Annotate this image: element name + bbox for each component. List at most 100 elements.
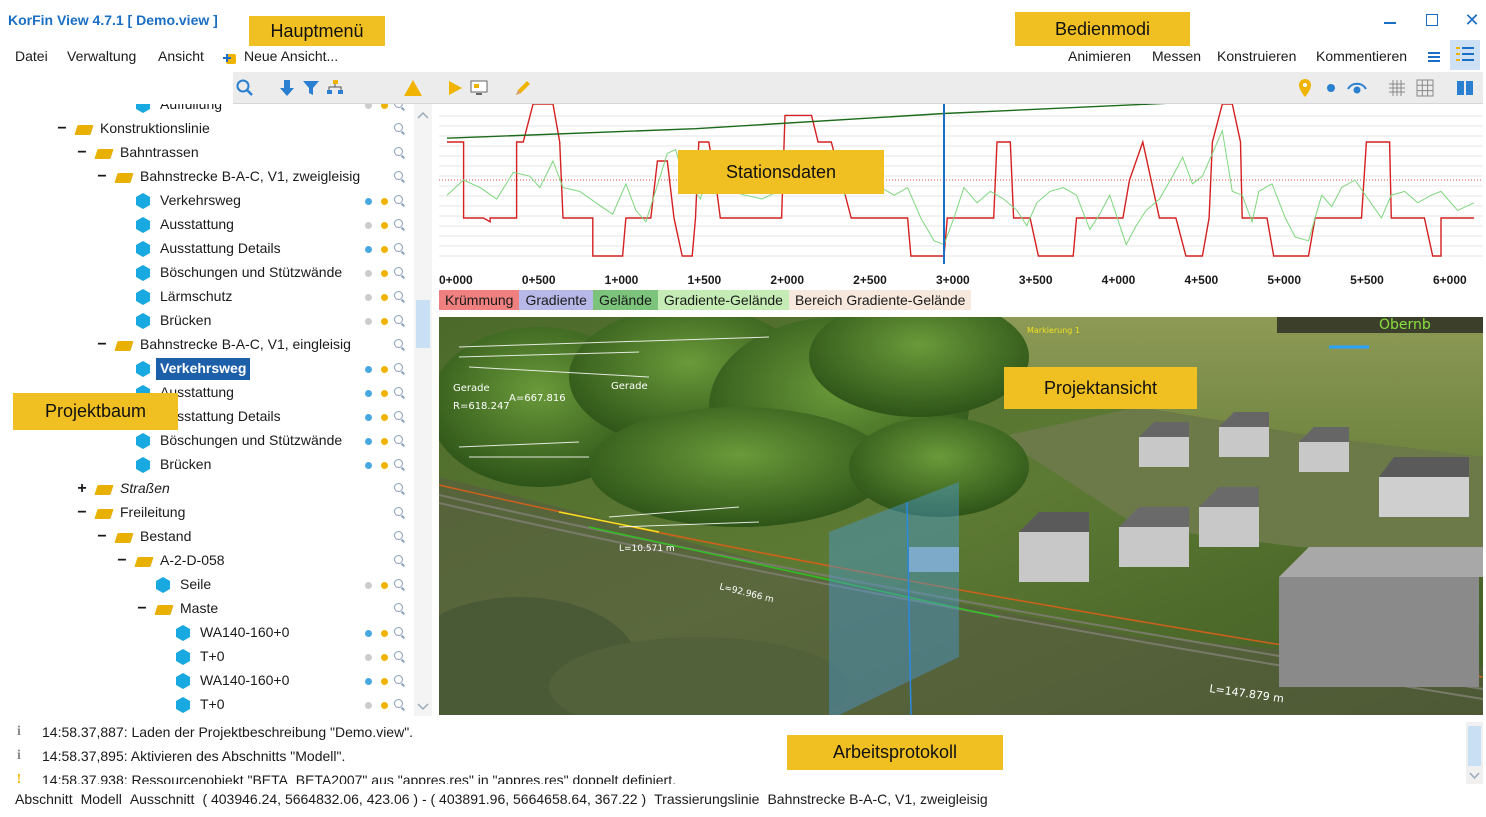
collapse-icon[interactable]: − [77,144,87,161]
zoom-to-icon[interactable] [394,603,403,612]
collapse-icon[interactable]: − [97,336,107,353]
collapse-icon[interactable]: − [97,168,107,185]
tree-row[interactable]: Böschungen und Stützwände [0,429,414,453]
tree-row[interactable]: −Konstruktionslinie [0,117,414,141]
scroll-thumb[interactable] [416,300,430,348]
tree-item-label[interactable]: Bestand [140,528,192,544]
tree-item-label[interactable]: Lärmschutz [160,288,233,304]
zoom-to-icon[interactable] [394,243,403,252]
log-scroll-down-arrow[interactable] [1468,770,1481,782]
tree-item-label[interactable]: Konstruktionslinie [100,120,210,136]
highlight-dot-icon[interactable] [381,198,388,205]
tree-item-label[interactable]: Verkehrsweg [156,358,251,380]
visibility-dot-icon[interactable] [365,438,372,445]
visibility-dot-icon[interactable] [365,654,372,661]
zoom-to-icon[interactable] [394,651,403,660]
tree-item-label[interactable]: Ausstattung [160,216,234,232]
highlight-dot-icon[interactable] [381,678,388,685]
zoom-to-icon[interactable] [394,123,403,132]
tree-item-label[interactable]: Ausstattung Details [160,408,281,424]
tree-scrollbar[interactable] [414,104,432,716]
zoom-to-icon[interactable] [394,195,403,204]
tree-row[interactable]: WA140-160+0 [0,621,414,645]
zoom-to-icon[interactable] [394,219,403,228]
monitor-icon[interactable] [469,78,489,98]
grid-large-icon[interactable] [1415,78,1435,98]
tree-row[interactable]: T+0 [0,693,414,716]
tree-item-label[interactable]: Straßen [120,480,170,496]
tree-item-label[interactable]: Brücken [160,456,212,472]
mode-animieren[interactable]: Animieren [1068,48,1132,64]
zoom-to-icon[interactable] [394,555,403,564]
grid-small-icon[interactable] [1387,78,1407,98]
tree-row[interactable]: −A-2-D-058 [0,549,414,573]
zoom-to-icon[interactable] [394,699,403,708]
filter-icon[interactable] [301,78,321,98]
tree-row[interactable]: Brücken [0,309,414,333]
menu-verwaltung[interactable]: Verwaltung [67,48,137,64]
tree-item-label[interactable]: Ausstattung [160,384,234,400]
tree-row[interactable]: + Straßen [0,477,414,501]
detail-view-button[interactable] [1450,40,1480,70]
highlight-dot-icon[interactable] [381,270,388,277]
expand-icon[interactable]: + [77,480,87,497]
zoom-to-icon[interactable] [394,507,403,516]
menu-ansicht[interactable]: Ansicht [158,48,204,64]
play-icon[interactable] [445,78,465,98]
log-scroll-thumb[interactable] [1468,726,1481,766]
map-pin-icon[interactable] [1295,78,1315,98]
tree-item-label[interactable]: Bahntrassen [120,144,199,160]
highlight-dot-icon[interactable] [381,318,388,325]
scroll-down-arrow[interactable] [416,700,430,712]
highlight-dot-icon[interactable] [381,582,388,589]
highlight-dot-icon[interactable] [381,222,388,229]
highlight-dot-icon[interactable] [381,630,388,637]
zoom-to-icon[interactable] [394,104,403,108]
scene-svg[interactable]: Gerade Gerade R=618.247 A=667.816 L=10.5… [439,317,1483,715]
visibility-dot-icon[interactable] [365,702,372,709]
eye-icon[interactable] [1347,78,1367,98]
tree-item-label[interactable]: Bahnstrecke B-A-C, V1, eingleisig [140,336,351,352]
tree-row[interactable]: Lärmschutz [0,285,414,309]
visibility-dot-icon[interactable] [365,318,372,325]
collapse-icon[interactable]: − [97,528,107,545]
zoom-to-icon[interactable] [394,627,403,636]
tree-row[interactable]: −Maste [0,597,414,621]
legend-item[interactable]: Bereich Gradiente-Gelände [788,290,972,310]
zoom-to-icon[interactable] [394,459,403,468]
zoom-to-icon[interactable] [394,339,403,348]
collapse-icon[interactable]: − [77,504,87,521]
visibility-dot-icon[interactable] [365,462,372,469]
warning-triangle-icon[interactable] [403,78,423,98]
tree-row[interactable]: Böschungen und Stützwände [0,261,414,285]
mode-konstruieren[interactable]: Konstruieren [1217,48,1297,64]
tree-row[interactable]: Verkehrsweg [0,189,414,213]
tree-row[interactable]: Ausstattung [0,213,414,237]
pencil-icon[interactable] [513,78,533,98]
visibility-dot-icon[interactable] [365,678,372,685]
visibility-dot-icon[interactable] [365,582,372,589]
tree-row[interactable]: − Bahnstrecke B-A-C, V1, zweigleisig [0,165,414,189]
visibility-dot-icon[interactable] [365,630,372,637]
arrow-down-icon[interactable] [277,78,297,98]
mode-kommentieren[interactable]: Kommentieren [1316,48,1408,64]
zoom-to-icon[interactable] [394,435,403,444]
zoom-to-icon[interactable] [394,363,403,372]
maximize-button[interactable] [1418,8,1446,32]
highlight-dot-icon[interactable] [381,438,388,445]
highlight-dot-icon[interactable] [381,414,388,421]
visibility-dot-icon[interactable] [365,222,372,229]
tree-item-label[interactable]: Bahnstrecke B-A-C, V1, zweigleisig [140,168,361,184]
visibility-dot-icon[interactable] [365,390,372,397]
zoom-to-icon[interactable] [394,675,403,684]
dot-icon[interactable] [1321,78,1341,98]
tree-item-label[interactable]: Ausstattung Details [160,240,281,256]
collapse-icon[interactable]: − [117,552,127,569]
tree-item-label[interactable]: Auffüllung [160,104,223,112]
menu-neue-ansicht[interactable]: Neue Ansicht... [244,48,339,64]
menu-datei[interactable]: Datei [15,48,48,64]
tree-item-label[interactable]: Böschungen und Stützwände [160,264,343,280]
tree-row[interactable]: T+0 [0,645,414,669]
tree-row[interactable]: −Freileitung [0,501,414,525]
